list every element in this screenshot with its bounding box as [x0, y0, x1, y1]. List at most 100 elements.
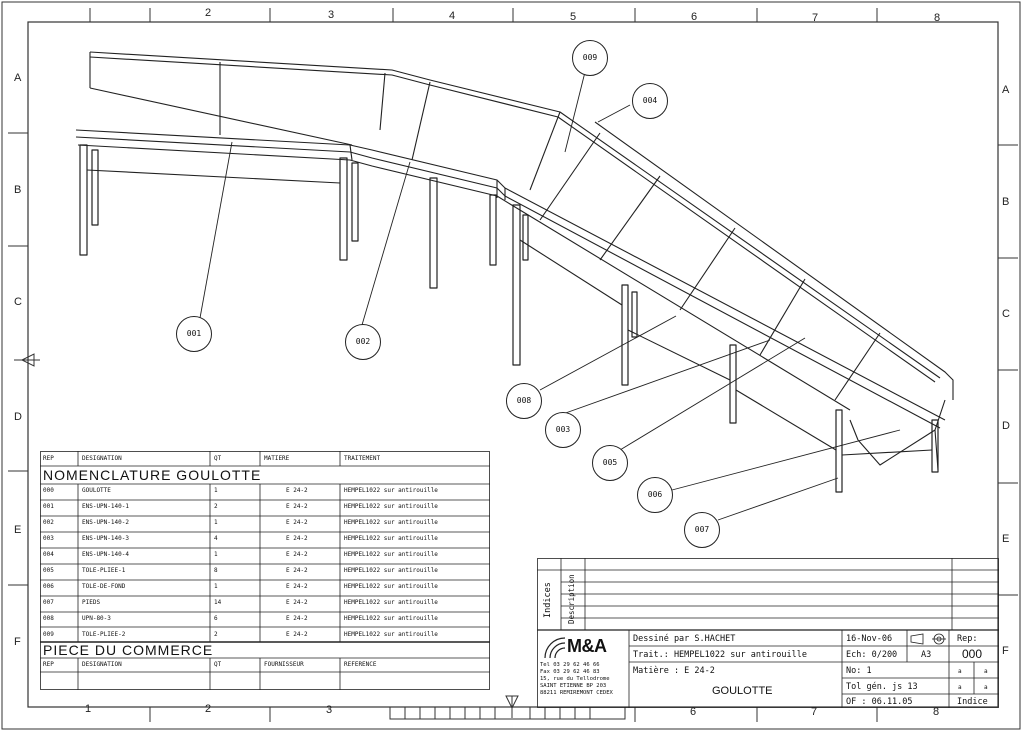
bom-row-designation: TOLE-PLIEE-2 [82, 631, 126, 638]
zone-col-7: 7 [812, 12, 819, 24]
bom-row-matiere: E 24-2 [286, 519, 308, 526]
zone-bottom-col-7: 7 [811, 706, 818, 718]
bom-row-matiere: E 24-2 [286, 535, 308, 542]
index-a-1: a [958, 668, 962, 675]
bom-row-qt: 8 [214, 567, 218, 574]
bom-row-rep: 003 [43, 535, 54, 542]
bom-row-matiere: E 24-2 [286, 615, 308, 622]
projection-symbol-icon [910, 633, 946, 645]
bom-row-matiere: E 24-2 [286, 487, 308, 494]
leader-006 [671, 429, 901, 491]
zone-col-8: 8 [934, 12, 941, 24]
leader-004 [597, 104, 631, 123]
sheet-format: A3 [921, 650, 932, 660]
commerce-header-reference: REFERENCE [344, 661, 377, 668]
callout-008: 008 [506, 383, 542, 419]
zone-bottom-col-6: 6 [690, 706, 697, 718]
bom-row-traitement: HEMPEL1022 sur antirouille [344, 503, 438, 510]
company-logo-icon [544, 637, 566, 659]
commerce-header-qt: QT [214, 661, 222, 668]
bom-row-rep: 007 [43, 599, 54, 606]
chute-back-wall-left [89, 87, 353, 146]
bom-row-rep: 002 [43, 519, 54, 526]
index-a-2: a [984, 668, 988, 675]
zone-col-2: 2 [205, 7, 212, 19]
callout-009: 009 [572, 40, 608, 76]
callout-003: 003 [545, 412, 581, 448]
bom-row-designation: ENS-UPN-140-3 [82, 535, 129, 542]
bom-row-designation: ENS-UPN-140-2 [82, 519, 129, 526]
drawing-date: 16-Nov-06 [846, 634, 893, 644]
zone-row-e-left: E [14, 524, 22, 536]
zone-row-e-right: E [1002, 533, 1010, 545]
zone-row-a-right: A [1002, 84, 1010, 96]
leader-002 [361, 161, 411, 326]
contact-line-4: SAINT ETIENNE BP 203 [540, 683, 607, 689]
part-name: GOULOTTE [712, 685, 773, 697]
bom-row-designation: TOLE-DE-FOND [82, 583, 126, 590]
zone-row-d-right: D [1002, 420, 1010, 432]
zone-row-b-left: B [14, 184, 22, 196]
leader-008 [539, 315, 677, 391]
bom-row-qt: 6 [214, 615, 218, 622]
bom-row-qt: 2 [214, 503, 218, 510]
bom-row-qt: 2 [214, 631, 218, 638]
callout-005: 005 [592, 445, 628, 481]
commerce-header-fournisseur: FOURNISSEUR [264, 661, 304, 668]
zone-row-b-right: B [1002, 196, 1010, 208]
revision-indices-label: Indices [543, 582, 553, 618]
bom-row-designation: TOLE-PLIEE-1 [82, 567, 126, 574]
bom-row-designation: ENS-UPN-140-1 [82, 503, 129, 510]
drawing-number: No: 1 [846, 666, 872, 676]
material: Matière : E 24-2 [633, 666, 715, 676]
title-block: Indices Description M&A Tel 03 29 62 46 … [537, 558, 999, 708]
drawn-by: Dessiné par S.HACHET [633, 634, 736, 644]
bom-row-qt: 1 [214, 487, 218, 494]
callout-004: 004 [632, 83, 668, 119]
bom-header-rep: REP [43, 455, 54, 462]
zone-row-f-left: F [14, 636, 21, 648]
callout-007: 007 [684, 512, 720, 548]
zone-row-a-left: A [14, 72, 22, 84]
bom-row-rep: 000 [43, 487, 54, 494]
zone-bottom-col-8: 8 [933, 706, 940, 718]
bom-row-qt: 1 [214, 551, 218, 558]
zone-row-d-left: D [14, 411, 22, 423]
bom-row-matiere: E 24-2 [286, 551, 308, 558]
rep-label: Rep: [957, 634, 978, 644]
bom-row-matiere: E 24-2 [286, 503, 308, 510]
leader-005 [619, 337, 806, 451]
contact-line-1: Tel 03 29 62 46 66 [540, 662, 600, 668]
general-tolerance: Tol gén. js 13 [846, 682, 918, 692]
bom-row-traitement: HEMPEL1022 sur antirouille [344, 519, 438, 526]
zone-col-6: 6 [691, 11, 698, 23]
bom-row-matiere: E 24-2 [286, 567, 308, 574]
zone-col-4: 4 [449, 10, 456, 22]
contact-line-3: 15, rue du Tellodrome [540, 676, 610, 682]
rep-value: 000 [962, 647, 983, 661]
bom-row-designation: GOULOTTE [82, 487, 111, 494]
bom-row-designation: UPN-80-3 [82, 615, 111, 622]
bom-row-traitement: HEMPEL1022 sur antirouille [344, 583, 438, 590]
bom-header-qt: QT [214, 455, 222, 462]
zone-bottom-col-2: 2 [205, 703, 212, 715]
zone-row-f-right: F [1002, 645, 1009, 657]
bom-table: REP DESIGNATION QT MATIERE TRAITEMENT NO… [40, 451, 490, 691]
bom-row-matiere: E 24-2 [286, 583, 308, 590]
bom-row-qt: 1 [214, 519, 218, 526]
bom-row-rep: 009 [43, 631, 54, 638]
zone-row-c-right: C [1002, 308, 1010, 320]
bom-row-traitement: HEMPEL1022 sur antirouille [344, 631, 438, 638]
commerce-title: PIECE DU COMMERCE [43, 642, 214, 658]
chute-front-rail [75, 129, 946, 421]
zone-row-c-left: C [14, 296, 22, 308]
callout-002: 002 [345, 324, 381, 360]
revision-description-label: Description [567, 574, 576, 624]
bom-row-traitement: HEMPEL1022 sur antirouille [344, 535, 438, 542]
bom-row-rep: 001 [43, 503, 54, 510]
bom-row-rep: 008 [43, 615, 54, 622]
order-number: OF : 06.11.05 [846, 697, 913, 707]
bom-header-matiere: MATIERE [264, 455, 290, 462]
